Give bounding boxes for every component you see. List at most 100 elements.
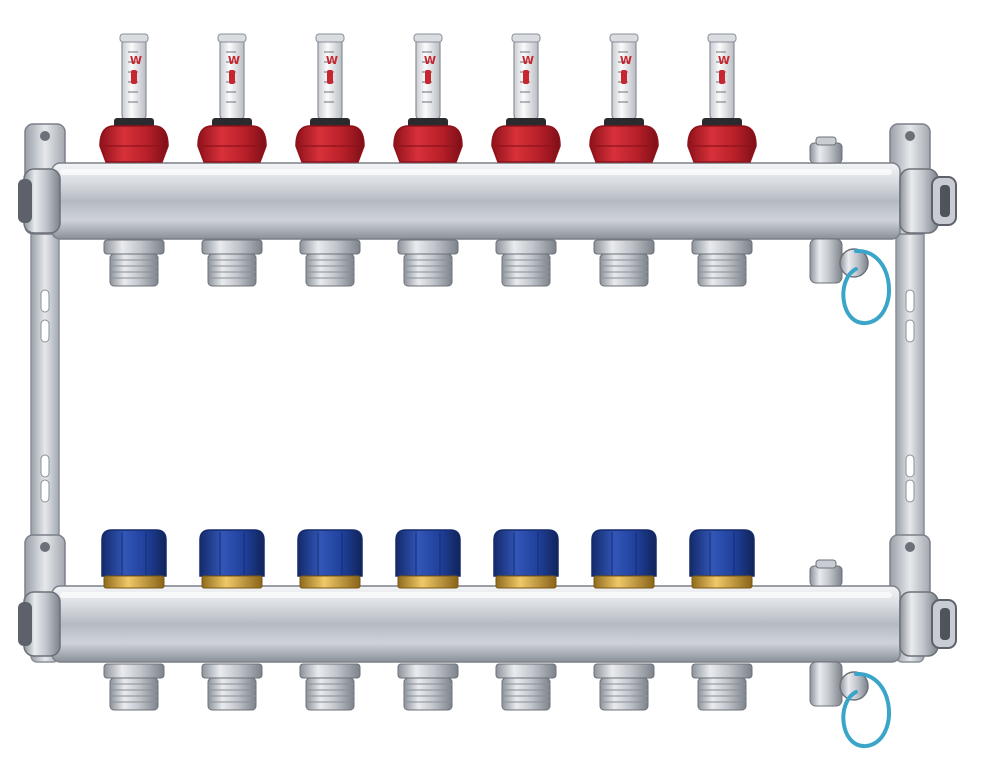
bracket-slot: [40, 289, 50, 313]
flowmeter: W: [687, 33, 757, 163]
brass-ring: [201, 575, 263, 589]
drain-cap: [839, 248, 869, 278]
nipple-nut: [691, 663, 753, 679]
valve-cap: [493, 529, 559, 589]
nipple-nut: [691, 239, 753, 255]
flow-cap-red: [491, 125, 561, 163]
flowmeter-float: [327, 70, 333, 84]
manifold-bar: [18, 162, 957, 240]
drain-loop: [841, 248, 891, 326]
nipple-nut: [593, 239, 655, 255]
valve-cap-blue: [591, 529, 657, 577]
flowmeter-float: [229, 70, 235, 84]
bar-highlight: [60, 169, 892, 175]
side-fittings: [809, 136, 891, 749]
brass-ring: [103, 575, 165, 589]
nipple-nut: [397, 663, 459, 679]
outlet-nipple: [103, 239, 165, 287]
nipple-nut: [299, 239, 361, 255]
flowmeter-float: [719, 70, 725, 84]
brass-ring: [397, 575, 459, 589]
nipple-nut: [299, 663, 361, 679]
valve-cap: [101, 529, 167, 589]
flowmeter-float: [621, 70, 627, 84]
outlet-nipple: [593, 663, 655, 711]
bracket-slot: [905, 454, 915, 478]
nipple-thread: [305, 677, 355, 711]
outlet-nipple: [593, 239, 655, 287]
drain-valve: [809, 238, 843, 284]
outlet-nipple: [201, 663, 263, 711]
outlet-nipple: [691, 663, 753, 711]
nipple-thread: [501, 677, 551, 711]
valve-cap: [689, 529, 755, 589]
outlet-nipple: [495, 663, 557, 711]
nipple-nut: [495, 663, 557, 679]
flowmeter-tube-cap: [413, 33, 443, 43]
flowmeter-float: [425, 70, 431, 84]
valve-cap-blue: [395, 529, 461, 577]
outlet-nipple: [495, 239, 557, 287]
flowmeter-mark: W: [718, 54, 730, 67]
valve-cap: [591, 529, 657, 589]
flowmeter-tube-cap: [315, 33, 345, 43]
valve-cap: [395, 529, 461, 589]
drain-loop: [841, 671, 891, 749]
nipple-nut: [103, 239, 165, 255]
nipple-nut: [397, 239, 459, 255]
air-vent-cap: [815, 136, 837, 146]
flow-cap-red: [393, 125, 463, 163]
flowmeter-tube-cap: [511, 33, 541, 43]
nipple-thread: [109, 677, 159, 711]
flowmeter: W: [197, 33, 267, 163]
nipple-nut: [201, 663, 263, 679]
bracket-slot: [40, 454, 50, 478]
nipple-thread: [697, 677, 747, 711]
nipple-nut: [103, 663, 165, 679]
manifold-bars: [18, 162, 957, 663]
valve-cap: [297, 529, 363, 589]
screw-icon: [905, 131, 915, 141]
outlet-nipple: [397, 663, 459, 711]
valve-cap-blue: [297, 529, 363, 577]
nipple-thread: [207, 253, 257, 287]
flow-cap-red: [197, 125, 267, 163]
screw-icon: [40, 131, 50, 141]
bracket-slot: [905, 289, 915, 313]
flowmeter: W: [393, 33, 463, 163]
valve-cap-blue: [199, 529, 265, 577]
air-vent: [809, 142, 843, 164]
nipple-nut: [201, 239, 263, 255]
manifold-bar: [18, 585, 957, 663]
nipple-thread: [305, 253, 355, 287]
flow-cap-red: [295, 125, 365, 163]
flowmeter-float: [131, 70, 137, 84]
nipple-thread: [599, 253, 649, 287]
nipple-nut: [495, 239, 557, 255]
return-fittings: [101, 529, 755, 711]
flow-cap-red: [589, 125, 659, 163]
outlet-nipple: [201, 239, 263, 287]
end-coupling-left-ring: [18, 179, 32, 223]
brass-ring: [691, 575, 753, 589]
valve-cap: [199, 529, 265, 589]
end-coupling-right-bore: [940, 608, 950, 640]
valve-cap-blue: [101, 529, 167, 577]
bracket-slot: [905, 319, 915, 343]
flowmeter-mark: W: [522, 54, 534, 67]
end-coupling-right-bore: [940, 185, 950, 217]
flowmeter-tube-cap: [609, 33, 639, 43]
flowmeter: W: [491, 33, 561, 163]
flowmeter-mark: W: [326, 54, 338, 67]
bracket-slot: [905, 479, 915, 503]
air-vent: [809, 565, 843, 587]
bar-highlight: [60, 592, 892, 598]
screw-icon: [905, 542, 915, 552]
bracket-slot: [40, 319, 50, 343]
outlet-nipple: [397, 239, 459, 287]
nipple-thread: [207, 677, 257, 711]
outlet-nipple: [691, 239, 753, 287]
end-coupling-left-ring: [18, 602, 32, 646]
